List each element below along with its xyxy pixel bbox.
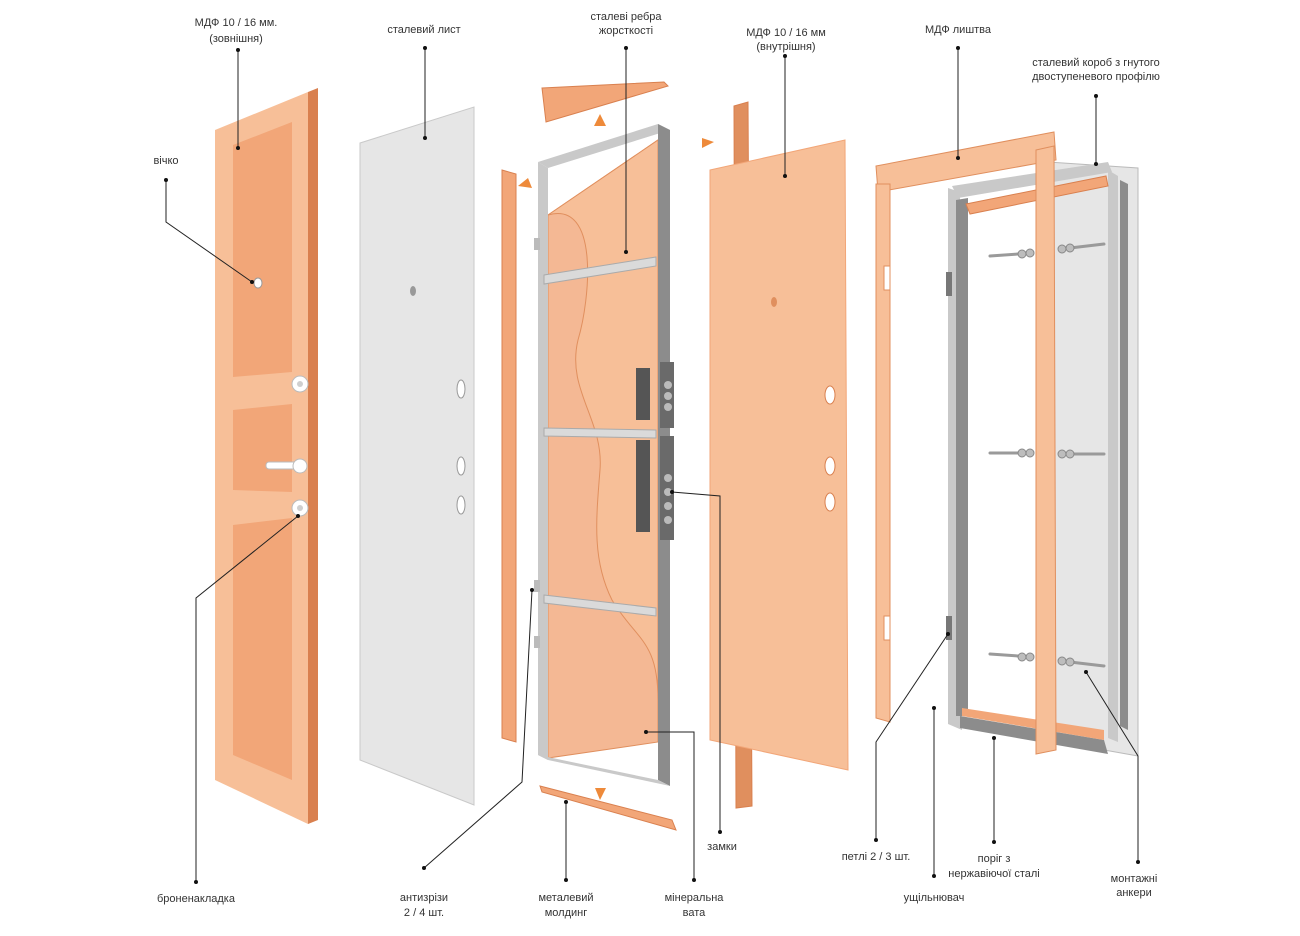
label-anchors-line1: монтажні bbox=[1111, 873, 1158, 885]
steel-door-frame bbox=[534, 81, 714, 831]
anti-cut-pin-2 bbox=[534, 580, 540, 592]
steel-sheet-face bbox=[359, 106, 475, 806]
door-box bbox=[875, 131, 1139, 757]
stiffener-rib-upper bbox=[543, 256, 657, 285]
label-molding-line2: молдинг bbox=[545, 907, 588, 919]
arrow-down-icon bbox=[595, 788, 606, 800]
label-peephole: вічко bbox=[153, 155, 178, 167]
frame-left-rail bbox=[538, 162, 548, 760]
mdf-top-strip bbox=[541, 81, 669, 123]
label-steel-box-line1: сталевий короб з гнутого bbox=[1032, 57, 1160, 69]
arrow-left-icon bbox=[518, 178, 532, 188]
outer-mdf-inset-middle bbox=[233, 404, 292, 492]
label-hinges: петлі 2 / 3 шт. bbox=[842, 851, 911, 863]
label-threshold-line1: поріг з bbox=[978, 853, 1011, 865]
labels: МДФ 10 / 16 мм. (зовнішня) сталевий лист… bbox=[153, 11, 1159, 919]
anti-cut-pin-1 bbox=[534, 238, 540, 250]
label-locks: замки bbox=[707, 841, 737, 853]
label-steel-box-line2: двоступеневого профілю bbox=[1032, 71, 1160, 83]
label-mdf-outer-line1: МДФ 10 / 16 мм. bbox=[195, 17, 278, 29]
mdf-trim-left bbox=[875, 183, 891, 723]
label-molding-line1: металевий bbox=[538, 892, 593, 904]
steel-sheet bbox=[359, 106, 475, 806]
frame-top-rail bbox=[538, 124, 670, 168]
arrow-right-icon bbox=[702, 138, 714, 148]
mdf-trim-top bbox=[875, 131, 1057, 193]
label-seal: ущільнювач bbox=[904, 892, 965, 904]
anti-cut-pin-3 bbox=[534, 636, 540, 648]
label-mdf-inner-line2: (внутрішня) bbox=[756, 41, 815, 53]
label-anti-cut-line2: 2 / 4 шт. bbox=[404, 907, 444, 919]
peephole-icon bbox=[253, 277, 263, 289]
anchor-bolts bbox=[988, 242, 1106, 668]
label-ribs-line1: сталеві ребра bbox=[590, 11, 662, 23]
label-ribs-line2: жорсткості bbox=[599, 25, 653, 37]
stiffener-rib-middle bbox=[543, 427, 657, 439]
label-wool-line1: мінеральна bbox=[665, 892, 725, 904]
mdf-trim-right bbox=[1035, 145, 1057, 755]
seal-strip bbox=[956, 198, 968, 716]
steel-sheet-peephole-hole bbox=[410, 286, 416, 296]
hinge-lower-icon bbox=[946, 616, 952, 640]
outer-mdf-inset-bottom bbox=[233, 518, 292, 780]
label-wool-line2: вата bbox=[683, 907, 707, 919]
leader-lines bbox=[164, 46, 1140, 884]
label-mdf-inner-line1: МДФ 10 / 16 мм bbox=[746, 27, 826, 39]
hinge-upper-icon bbox=[946, 272, 952, 296]
steel-box-top bbox=[952, 162, 1112, 198]
mdf-bottom-strip bbox=[539, 785, 677, 831]
lock-upper bbox=[636, 362, 674, 428]
label-armor-plate: броненакладка bbox=[157, 893, 236, 905]
label-mdf-trim: МДФ лиштва bbox=[925, 24, 992, 36]
label-mdf-outer-line2: (зовнішня) bbox=[209, 33, 263, 45]
mdf-side-strip bbox=[501, 169, 532, 743]
inner-mdf-face bbox=[709, 139, 849, 771]
label-threshold-line2: нержавіючої сталі bbox=[948, 868, 1039, 880]
stiffener-rib-lower bbox=[543, 594, 657, 617]
outer-mdf-panel bbox=[215, 88, 318, 824]
outer-mdf-edge bbox=[308, 88, 318, 824]
label-steel-sheet: сталевий лист bbox=[387, 24, 460, 36]
lock-lower bbox=[636, 436, 674, 540]
wool-cutaway bbox=[547, 139, 659, 701]
outer-mdf-inset-top bbox=[233, 122, 292, 377]
arrow-up-icon bbox=[594, 114, 606, 126]
label-anti-cut-line1: антизрізи bbox=[400, 892, 448, 904]
label-anchors-line2: анкери bbox=[1116, 887, 1152, 899]
mdf-strip-face bbox=[501, 169, 517, 743]
inner-mdf-panel bbox=[709, 101, 849, 809]
frame-bottom-rail bbox=[538, 755, 670, 786]
threshold bbox=[960, 716, 1108, 754]
